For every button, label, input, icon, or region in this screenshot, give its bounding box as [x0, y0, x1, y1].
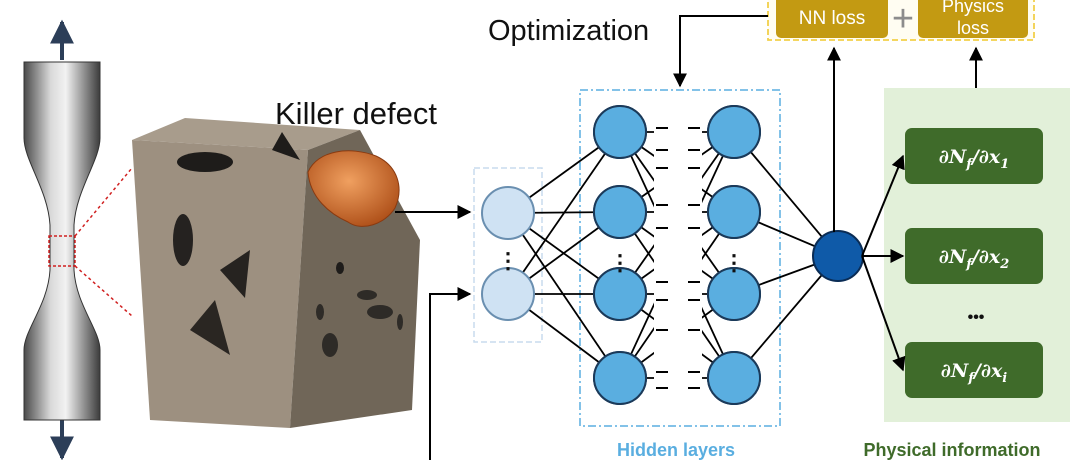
derivative-expression: ∂Nf/∂xi [941, 360, 1008, 386]
nn-loss-label: NN loss [799, 8, 866, 29]
pore [220, 250, 250, 298]
input-node [481, 267, 535, 321]
plus-sign: + [892, 0, 914, 40]
zoom-line-top [74, 167, 133, 237]
pore [177, 152, 233, 172]
pore [190, 300, 230, 355]
hidden-node-layer2 [707, 185, 761, 239]
input-node [481, 186, 535, 240]
hidden-node-layer1 [593, 351, 647, 405]
optimization-arrow [673, 15, 768, 88]
hidden-node-layer2 [707, 267, 761, 321]
pore [322, 333, 338, 357]
derivative-box [905, 128, 1043, 184]
physics-loss-box [918, 0, 1028, 38]
network-nodes-front [593, 105, 761, 405]
material-cube [132, 118, 420, 428]
killer-defect-label: Killer defect [275, 96, 437, 131]
physics-loss-label-line1: Physics [942, 0, 1004, 16]
optimization-label: Optimization [488, 15, 649, 47]
cube-top-face [132, 118, 360, 150]
output-to-derivative-arrow [861, 255, 906, 372]
hidden2-vertical-dots: ⋮ [723, 250, 745, 275]
derivative-expression: ∂Nf/∂x2 [939, 246, 1010, 272]
hidden1-vertical-dots: ⋮ [609, 250, 631, 275]
input-to-hidden-edge [507, 212, 621, 379]
specimen-body [23, 61, 101, 421]
derivative-expression: ∂Nf/∂x1 [939, 146, 1010, 172]
pore [397, 314, 403, 330]
hidden-layer-gap [654, 100, 702, 400]
nn-loss-box [776, 0, 888, 38]
specimen-zoom-box [48, 235, 76, 267]
pore [357, 290, 377, 300]
hidden-layers-frame [579, 89, 781, 427]
output-node [812, 230, 864, 282]
derivative-boxes: ∂Nf/∂x1 ∂Nf/∂x2 ∂Nf/∂xi [905, 128, 1043, 398]
physical-information-label: Physical information [863, 440, 1040, 460]
derivative-ellipsis: ••• [968, 309, 985, 326]
pore [316, 304, 324, 320]
hidden-node-layer1 [593, 267, 647, 321]
cube-front-face [132, 140, 308, 428]
tensile-specimen [23, 19, 133, 460]
pore [367, 305, 393, 319]
zoom-line-bottom [74, 265, 133, 317]
physics-loss-label-line2: loss [957, 18, 989, 38]
hidden-node-layer1 [593, 105, 647, 159]
feature-to-input-arrow [429, 287, 472, 460]
hidden-node-layer1 [593, 185, 647, 239]
output-to-derivative-arrows [861, 154, 906, 372]
killer-defect-shape [307, 150, 400, 227]
hidden-layers-label: Hidden layers [617, 440, 735, 460]
derivative-box [905, 342, 1043, 398]
pore [272, 132, 300, 160]
input-vertical-dots: ⋮ [497, 248, 519, 273]
derivative-box [905, 228, 1043, 284]
pore [173, 214, 193, 266]
hidden-node-layer2 [707, 351, 761, 405]
output-to-derivative-arrow [861, 154, 905, 257]
input-to-hidden-edge [507, 131, 621, 295]
pore [336, 262, 344, 274]
input-layer-frame [473, 167, 543, 343]
hidden-node-layer2 [707, 105, 761, 159]
